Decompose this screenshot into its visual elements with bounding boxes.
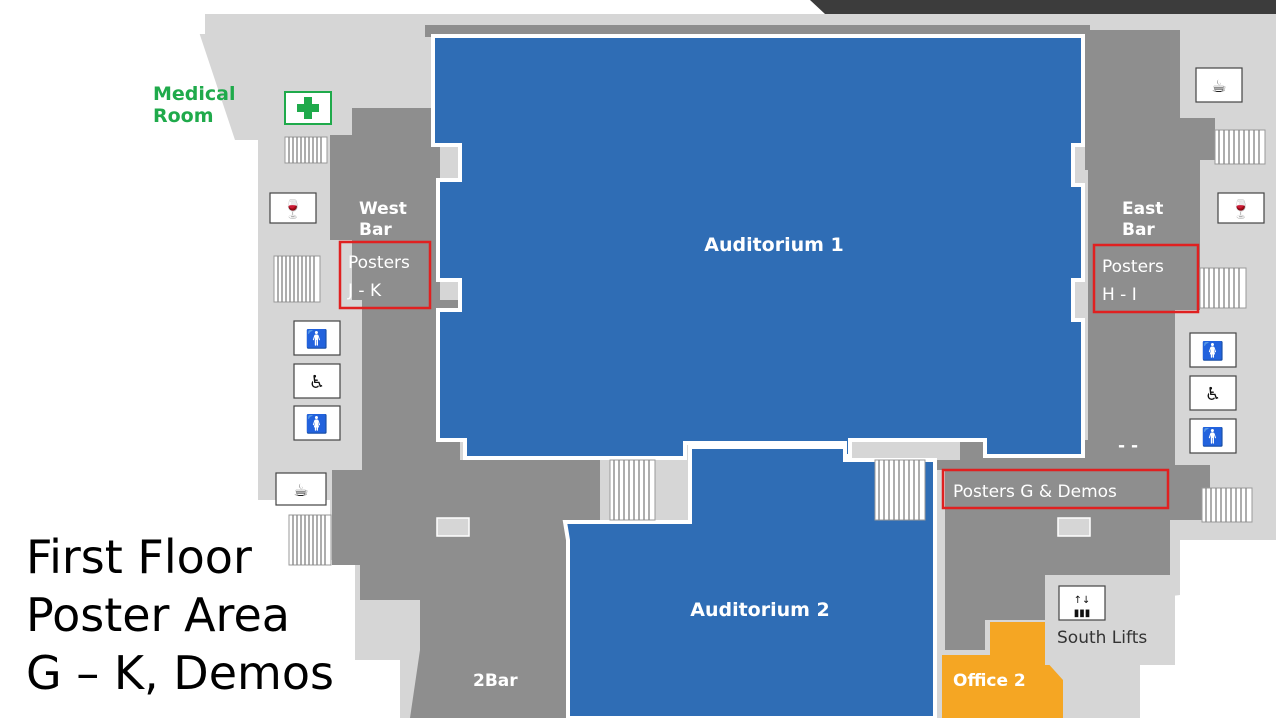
poster-area-j-k: Posters J - K [338,240,432,310]
auditorium-1-label: Auditorium 1 [704,234,844,256]
auditorium-2-label: Auditorium 2 [690,599,830,621]
svg-text:🚺: 🚺 [306,413,328,435]
east-bar-label-1: East [1122,199,1163,219]
coffee-cup-icon: ☕ [275,472,327,506]
poster-area-g-demos: Posters G & Demos [941,468,1170,510]
title-line-3: G – K, Demos [26,646,334,700]
svg-text:↑↓: ↑↓ [1074,595,1091,606]
medical-room-label-1: Medical [153,83,236,105]
dash-marker: - - [1118,436,1138,456]
svg-text:♿: ♿ [309,372,325,393]
staircase-lines [277,130,1260,565]
west-bar-label-2: Bar [359,220,392,240]
office-2-room [942,622,1063,718]
svg-text:🚺: 🚺 [1202,340,1224,362]
svg-text:🚹: 🚹 [1202,426,1224,448]
poster-east-label-1: Posters [1102,257,1164,277]
two-bar-area [410,650,515,718]
female-toilet-icon: 🚺 [1189,332,1237,368]
female-toilet-icon: 🚺 [293,405,341,441]
accessible-toilet-icon: ♿ [293,363,341,399]
two-bar-label: 2Bar [473,671,518,691]
wine-glass-icon: 🍷 [1217,192,1265,224]
wine-glass-icon: 🍷 [269,192,317,224]
poster-south-label: Posters G & Demos [953,482,1117,502]
west-bar-label-1: West [359,199,407,219]
east-bar-label-2: Bar [1122,220,1155,240]
top-dark-strip [810,0,1276,14]
title-line-1: First Floor [26,530,252,584]
coffee-cup-icon: ☕ [1195,67,1243,103]
page-title: First Floor Poster Area G – K, Demos [26,528,334,702]
west-corridor [330,108,600,718]
male-toilet-icon: 🚹 [1189,418,1237,454]
lift-icon: ↑↓ ▮▮▮ [1058,585,1106,621]
svg-text:☕: ☕ [293,481,308,501]
first-aid-icon [284,91,332,125]
svg-text:▮▮▮: ▮▮▮ [1074,608,1091,619]
svg-text:☕: ☕ [1211,77,1226,97]
poster-area-h-i: Posters H - I [1092,243,1200,314]
east-corridor [875,30,1215,650]
svg-text:🍷: 🍷 [1230,198,1252,220]
title-line-2: Poster Area [26,588,290,642]
svg-text:♿: ♿ [1205,384,1221,405]
male-toilet-icon: 🚹 [293,320,341,356]
south-lifts-label: South Lifts [1057,628,1147,648]
svg-text:🍷: 🍷 [282,198,304,220]
office-2-label: Office 2 [953,671,1026,691]
medical-room-label-2: Room [153,105,214,127]
poster-west-label-1: Posters [348,253,410,273]
accessible-toilet-icon: ♿ [1189,375,1237,411]
poster-west-label-2: J - K [347,281,382,301]
svg-text:🚹: 🚹 [306,328,328,350]
poster-east-label-2: H - I [1102,285,1137,305]
